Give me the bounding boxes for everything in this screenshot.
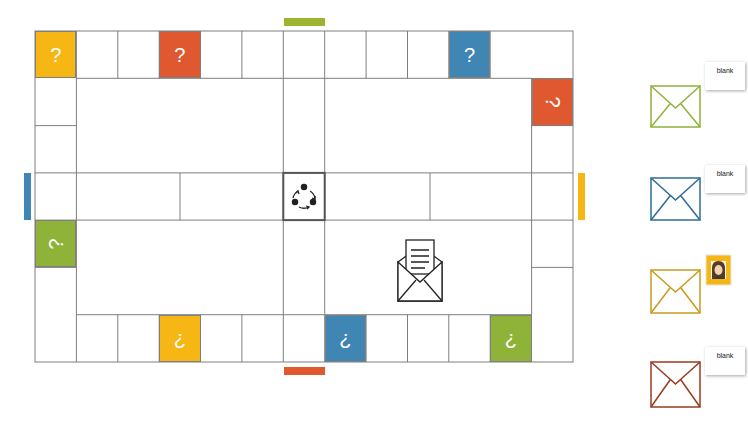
blank-card: blank	[705, 62, 745, 90]
envelope-icon	[651, 362, 700, 407]
card-label: blank	[717, 170, 734, 178]
question-square: ?	[449, 31, 490, 78]
start-bar	[24, 173, 31, 220]
question-mark: ¿	[505, 327, 517, 349]
player-portrait-card	[706, 255, 731, 285]
board-outline	[35, 31, 573, 362]
question-mark: ?	[45, 238, 67, 249]
question-mark: ?	[541, 96, 563, 107]
envelope-icon	[651, 178, 700, 220]
question-square: ¿	[159, 315, 200, 362]
question-square: ?	[35, 31, 76, 78]
board-cells	[35, 31, 573, 362]
card-label: blank	[717, 352, 734, 360]
question-mark: ¿	[174, 327, 186, 349]
rotation-icon	[292, 184, 315, 209]
question-square: ?	[35, 220, 76, 267]
open-envelope-icon	[398, 240, 442, 301]
question-mark: ?	[174, 44, 185, 66]
question-square: ?	[159, 31, 200, 78]
question-mark: ?	[50, 44, 61, 66]
question-square: ?	[532, 78, 573, 125]
question-mark: ¿	[339, 327, 351, 349]
start-bar	[284, 367, 325, 375]
question-square: ¿	[490, 315, 531, 362]
blank-card: blank	[705, 165, 745, 193]
start-bar	[284, 18, 325, 26]
center-cell	[283, 173, 324, 220]
start-bar	[578, 173, 585, 220]
card-label: blank	[717, 67, 734, 75]
question-square: ¿	[325, 315, 366, 362]
board-inner-outline	[76, 78, 531, 314]
envelopes	[651, 86, 700, 407]
envelope-icon	[651, 270, 700, 313]
envelope-icon	[651, 86, 700, 127]
blank-card: blank	[705, 347, 745, 375]
question-mark: ?	[464, 44, 475, 66]
